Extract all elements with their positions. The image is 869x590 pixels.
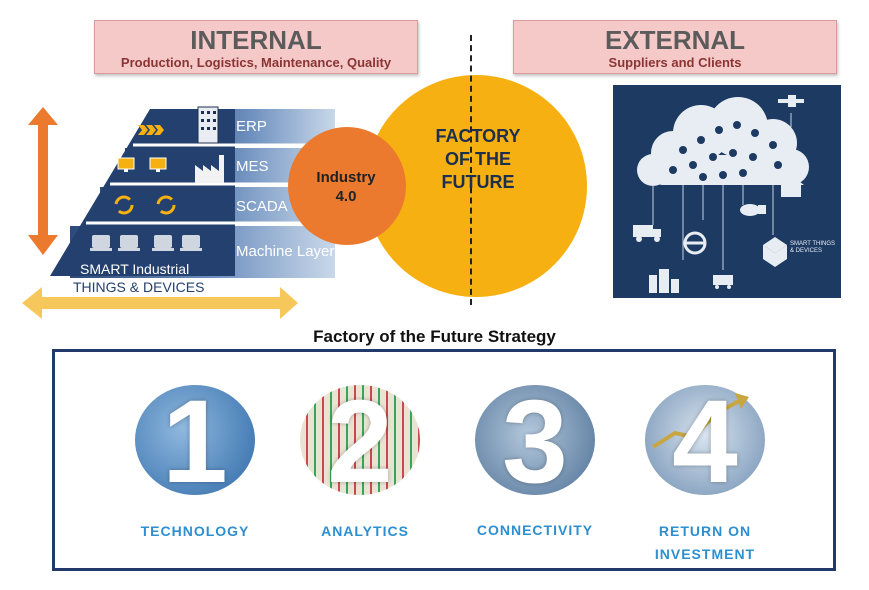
step-label-1: TECHNOLOGY [120, 520, 270, 543]
factory-label: FACTORY OF THE FUTURE [418, 125, 538, 194]
step-label-3-line1: CONNECTIVITY [460, 519, 610, 542]
smart-devices-line2: & DEVICES [790, 248, 822, 254]
pyramid-base-line1: SMART Industrial [80, 261, 189, 277]
factory-line2: OF THE [418, 148, 538, 171]
vertical-arrow-icon [28, 107, 58, 255]
step-label-2-line1: ANALYTICS [290, 520, 440, 543]
industry-line2: 4.0 [296, 187, 396, 206]
pyramid-base-line2: THINGS & DEVICES [73, 279, 204, 295]
step-number-4: 4 [645, 382, 765, 502]
internal-title: INTERNAL [95, 25, 417, 55]
step-label-4-line2: INVESTMENT [630, 543, 780, 566]
layer-mes: MES [236, 158, 269, 175]
step-number-3: 3 [475, 382, 595, 502]
external-subtitle: Suppliers and Clients [514, 55, 836, 70]
step-label-3: CONNECTIVITY [460, 519, 610, 542]
external-title: EXTERNAL [514, 25, 836, 55]
step-label-4: RETURN ON INVESTMENT [630, 520, 780, 566]
external-banner: EXTERNAL Suppliers and Clients [513, 20, 837, 74]
internal-subtitle: Production, Logistics, Maintenance, Qual… [95, 55, 417, 70]
strategy-title: Factory of the Future Strategy [0, 327, 869, 347]
layer-scada: SCADA [236, 198, 288, 215]
cloud-panel [613, 85, 841, 298]
step-number-2: 2 [300, 382, 420, 502]
step-number-1: 1 [135, 382, 255, 502]
step-label-4-line1: RETURN ON [630, 520, 780, 543]
factory-line1: FACTORY [418, 125, 538, 148]
factory-line3: FUTURE [418, 171, 538, 194]
internal-banner: INTERNAL Production, Logistics, Maintena… [94, 20, 418, 74]
layer-machine: Machine Layer [236, 243, 334, 260]
smart-devices-line1: SMART THINGS [790, 241, 835, 247]
layer-erp: ERP [236, 118, 267, 135]
step-label-1-line1: TECHNOLOGY [120, 520, 270, 543]
industry-label: Industry 4.0 [296, 168, 396, 206]
industry-line1: Industry [296, 168, 396, 187]
step-label-2: ANALYTICS [290, 520, 440, 543]
office-building-icon [198, 107, 218, 143]
